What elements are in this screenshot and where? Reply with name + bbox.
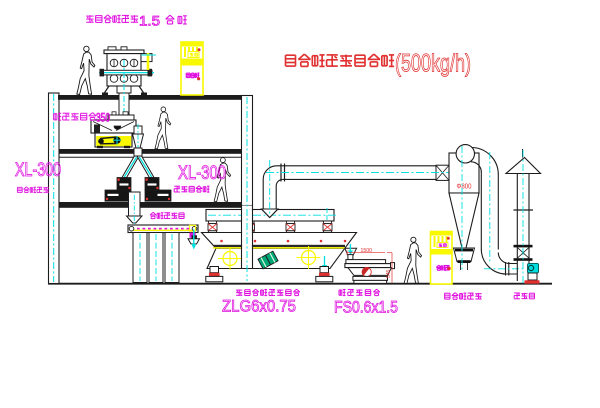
svg-text:ZLG6x0.75: ZLG6x0.75 [222,297,296,316]
svg-text:1500: 1500 [361,248,373,254]
svg-text:(500kg/h): (500kg/h) [395,50,471,78]
svg-text:1.5: 1.5 [139,13,160,29]
svg-text:XL-300: XL-300 [178,163,226,184]
svg-text:350: 350 [96,113,110,125]
svg-text:XL-300: XL-300 [15,160,61,181]
svg-text:Φ800: Φ800 [457,184,472,191]
svg-text:545: 545 [386,269,392,278]
svg-text:FS0.6x1.5: FS0.6x1.5 [334,298,398,317]
